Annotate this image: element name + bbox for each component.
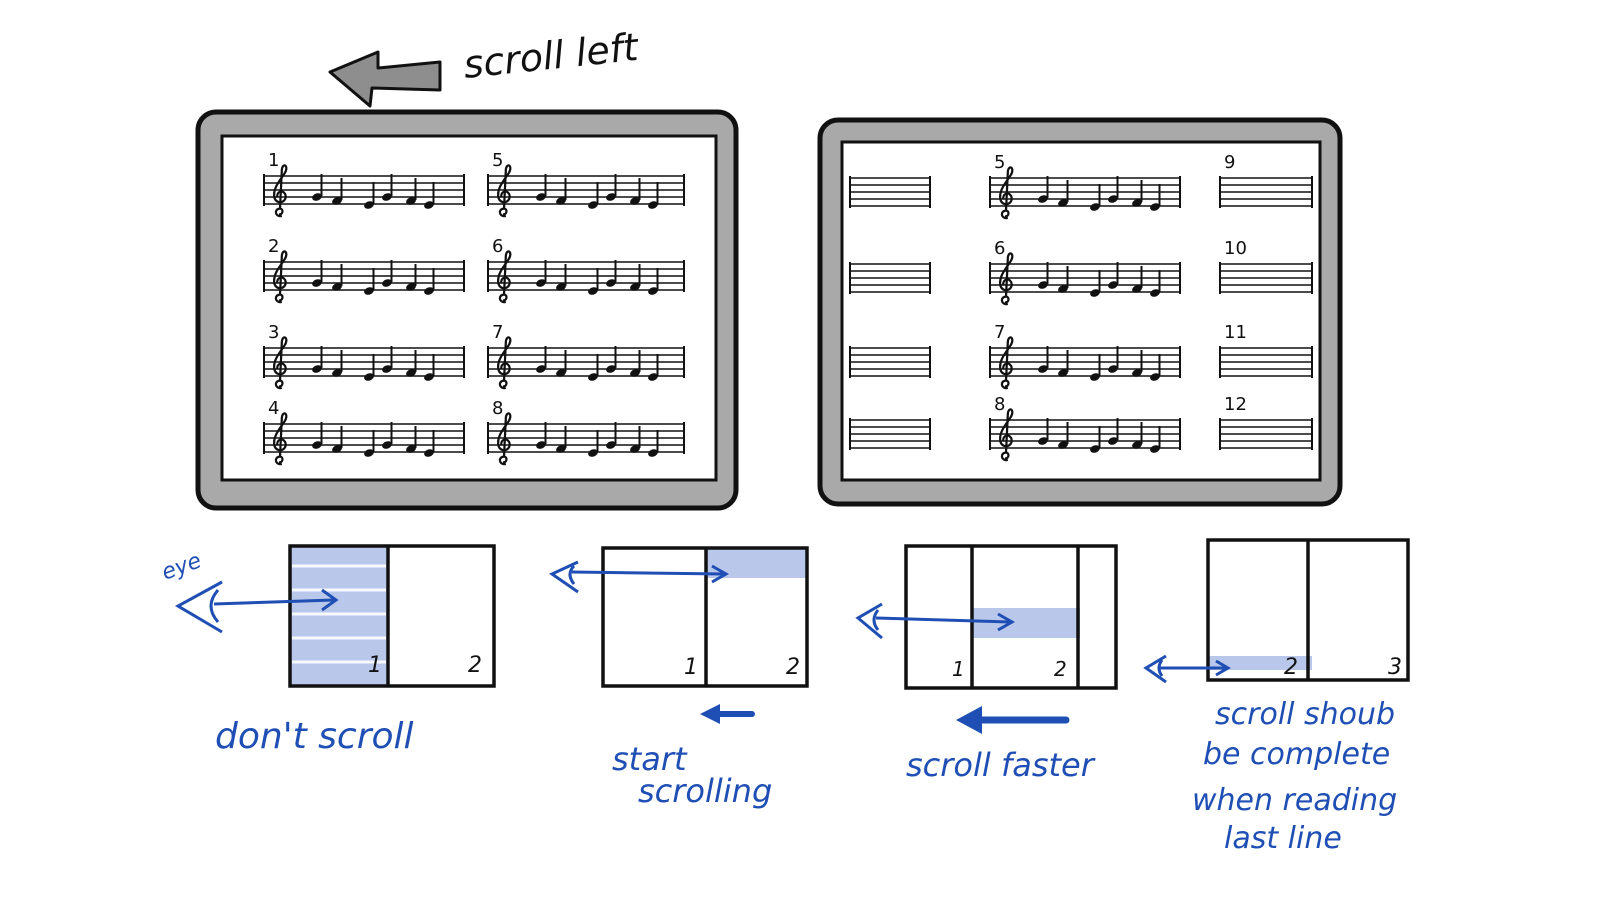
- panel-caption: when reading: [1192, 783, 1397, 818]
- panel-column-number: 2: [1284, 655, 1298, 680]
- panel-column-number: 3: [1388, 655, 1402, 680]
- music-staff: 5: [989, 152, 1181, 220]
- measure-number: 12: [1224, 394, 1247, 415]
- measure-number: 5: [994, 152, 1005, 173]
- measure-number: 1: [268, 150, 279, 171]
- measure-number: 8: [994, 394, 1005, 415]
- measure-number: 7: [492, 322, 503, 343]
- panel-caption: be complete: [1203, 737, 1390, 772]
- panel-caption: start: [612, 740, 688, 778]
- panel-column-number: 2: [786, 655, 800, 680]
- eye-gaze-arrow: [1160, 659, 1231, 677]
- measure-number: 8: [492, 398, 503, 419]
- music-staff: 1: [263, 150, 465, 218]
- measure-number: 6: [994, 238, 1005, 259]
- panel-caption: scrolling: [638, 772, 772, 810]
- music-staff: [849, 176, 931, 208]
- music-staff: 9: [1219, 152, 1313, 208]
- eye-icon: [1143, 654, 1167, 684]
- measure-number: 2: [268, 236, 279, 257]
- panel-column-number: 1: [368, 653, 382, 678]
- panel-caption: last line: [1224, 821, 1342, 856]
- eye-icon: [174, 580, 223, 634]
- music-staff: 4: [263, 398, 465, 466]
- measure-number: 3: [268, 322, 279, 343]
- measure-number: 4: [268, 398, 279, 419]
- music-staff: 12: [1219, 394, 1313, 450]
- panel-column-number: 2: [1054, 657, 1067, 681]
- music-staff: 6: [989, 238, 1181, 306]
- music-staff: 7: [989, 322, 1181, 390]
- eye-gaze-arrow: [213, 588, 339, 612]
- measure-number: 7: [994, 322, 1005, 343]
- panel-column-number: 2: [468, 653, 482, 678]
- panel-scroll-faster: 1 2 scroll faster: [855, 544, 1118, 784]
- panel-column-number: 1: [952, 657, 965, 681]
- measure-number: 11: [1224, 322, 1247, 343]
- scroll-direction-arrow: [956, 706, 1070, 734]
- music-staff: 8: [487, 398, 685, 466]
- eye-gaze-arrow: [875, 612, 1016, 632]
- eye-icon: [855, 602, 883, 640]
- scroll-left-label: scroll left: [461, 25, 642, 87]
- music-staff: 11: [1219, 322, 1313, 378]
- music-staff: 3: [263, 322, 465, 390]
- music-staff: [849, 346, 931, 378]
- eye-icon: [548, 560, 579, 594]
- music-staff: 8: [989, 394, 1181, 462]
- measure-number: 6: [492, 236, 503, 257]
- panel-column-number: 1: [684, 655, 698, 680]
- measure-number: 9: [1224, 152, 1235, 173]
- music-staff: [849, 418, 931, 450]
- tablet-left: 1 5 2 6 3 7 4 8: [195, 109, 739, 511]
- panel-caption: scroll shoub: [1215, 697, 1395, 732]
- panel-caption: don't scroll: [215, 716, 414, 757]
- measure-number: 5: [492, 150, 503, 171]
- eye-label: eye: [159, 548, 205, 585]
- music-staff: 6: [487, 236, 685, 304]
- panel-caption: scroll faster: [906, 746, 1096, 784]
- scroll-direction-arrow: [700, 704, 755, 724]
- eye-gaze-arrow: [571, 564, 730, 584]
- scroll-left-arrow: [328, 50, 442, 108]
- music-staff: 2: [263, 236, 465, 304]
- measure-number: 10: [1224, 238, 1247, 259]
- music-staff: 5: [487, 150, 685, 218]
- panel-scroll-complete: 2 3 scroll shoub be complete when readin…: [1143, 538, 1410, 856]
- panel-start-scrolling: 1 2 start scrolling: [548, 546, 809, 810]
- music-staff: 10: [1219, 238, 1313, 294]
- music-staff: 7: [487, 322, 685, 390]
- tablet-right: 5 9 6 10 7 11 8 12: [817, 117, 1343, 507]
- panel-dont-scroll: 1 2 don't scroll: [174, 544, 496, 757]
- music-staff: [849, 262, 931, 294]
